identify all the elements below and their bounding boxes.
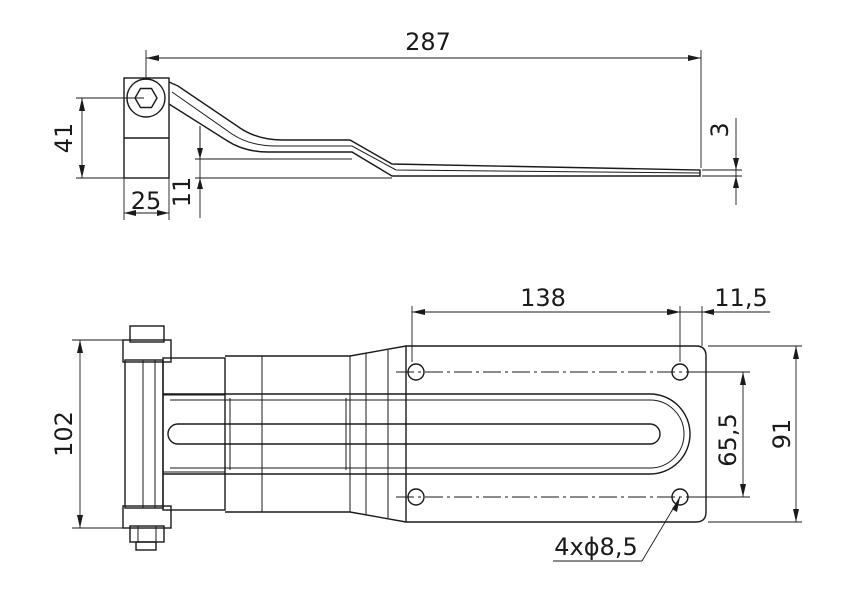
mounting-hole [671, 488, 689, 506]
dim-91-label: 91 [768, 419, 796, 450]
arrow-icon [740, 484, 746, 497]
arrow-icon [77, 340, 83, 353]
pin-head-top [129, 325, 165, 343]
arrow-icon [77, 515, 83, 528]
dim-655-label: 65,5 [714, 413, 742, 466]
mounting-hole [407, 363, 425, 381]
arrow-icon [124, 210, 136, 216]
arrow-icon [688, 55, 701, 61]
barrel-body [124, 359, 164, 509]
dim-102-label: 102 [50, 411, 78, 457]
arrow-icon [740, 372, 746, 385]
rib-outer [163, 393, 691, 475]
arrow-icon [79, 165, 85, 178]
side-view: 287 41 25 11 3 [50, 28, 742, 220]
arrow-icon [197, 178, 203, 189]
dim-25-label: 25 [131, 187, 162, 215]
arrow-icon [793, 509, 799, 522]
arrow-icon [79, 98, 85, 111]
rib-outer-inner [170, 399, 685, 469]
arrow-icon [146, 55, 159, 61]
leaf-strap-inner [171, 91, 701, 174]
knuckle-plate [162, 357, 226, 511]
arrow-icon [668, 309, 680, 315]
arrow-icon [157, 210, 169, 216]
rib-groove [167, 423, 661, 445]
leaf-strap [168, 81, 701, 177]
arrow-icon [733, 158, 739, 170]
mounting-hole [671, 363, 689, 381]
arrow-icon [197, 148, 203, 159]
barrel-block [123, 77, 170, 179]
dim-3-label: 3 [706, 122, 734, 137]
screw-end [135, 541, 157, 551]
barrel-cap-bottom [122, 505, 172, 529]
mounting-hole [407, 488, 425, 506]
dim-11-label: 11 [168, 177, 196, 208]
dim-115-label: 11,5 [714, 284, 767, 312]
barrel-cap-top [122, 339, 172, 363]
dim-287-label: 287 [405, 28, 451, 56]
leaf-outline [225, 345, 707, 523]
dim-41-label: 41 [50, 123, 78, 154]
arrow-icon [733, 176, 739, 188]
arrow-icon [793, 346, 799, 359]
arrow-icon [412, 309, 425, 315]
plan-view: 138 11,5 65,5 91 102 4xϕ8,5 [50, 284, 802, 562]
holes-callout-label: 4xϕ8,5 [554, 533, 637, 561]
dim-138-label: 138 [520, 284, 566, 312]
arrow-icon [672, 497, 680, 512]
arrow-icon [702, 309, 714, 315]
